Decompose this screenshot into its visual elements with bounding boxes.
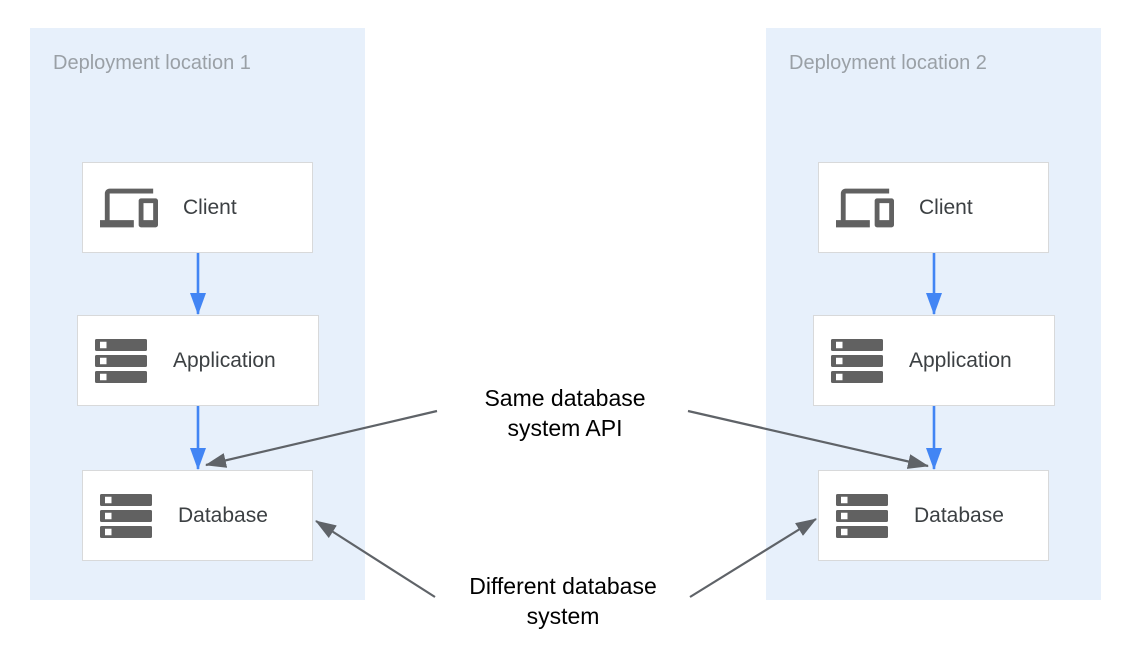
box-label: Client: [183, 195, 237, 219]
box-label: Application: [909, 348, 1012, 372]
annotation-same-database-system-api: Same database system API: [405, 383, 725, 443]
server-stack-icon: [831, 338, 884, 383]
box-label: Database: [178, 503, 268, 527]
box-label: Application: [173, 348, 276, 372]
client-box: Client: [82, 162, 313, 253]
server-stack-icon: [95, 338, 148, 383]
annotation-line: Same database: [484, 385, 646, 411]
annotation-line: system API: [507, 415, 623, 441]
annotation-different-database-system: Different database system: [403, 571, 723, 631]
application-box: Application: [77, 315, 319, 406]
box-label: Client: [919, 195, 973, 219]
devices-icon: [836, 179, 894, 237]
server-stack-icon: [836, 493, 889, 538]
server-stack-icon: [100, 493, 153, 538]
deployment-location-2-panel: Deployment location 2 Client: [766, 28, 1101, 600]
application-box: Application: [813, 315, 1055, 406]
deployment-location-1-panel: Deployment location 1 Client: [30, 28, 365, 600]
panel-title: Deployment location 1: [53, 52, 251, 74]
database-box: Database: [82, 470, 313, 561]
devices-icon: [100, 179, 158, 237]
box-label: Database: [914, 503, 1004, 527]
panel-title: Deployment location 2: [789, 52, 987, 74]
database-box: Database: [818, 470, 1049, 561]
annotation-line: Different database: [469, 573, 657, 599]
client-box: Client: [818, 162, 1049, 253]
annotation-line: system: [526, 603, 600, 629]
